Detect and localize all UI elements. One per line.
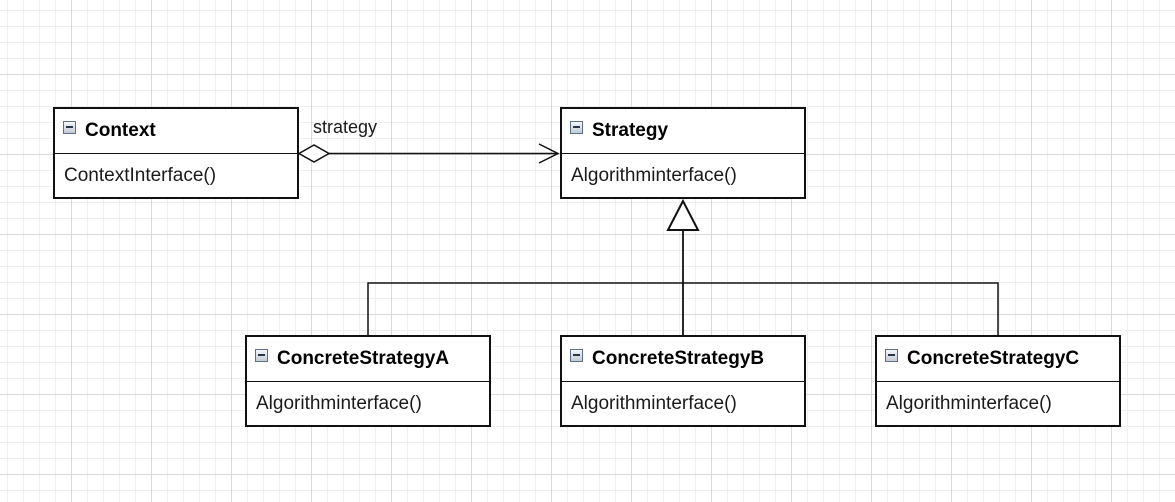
collapse-icon[interactable] [570, 348, 583, 362]
aggregation-diamond [297, 144, 331, 163]
generalization-branch [367, 282, 999, 335]
method-label: Algorithminterface() [256, 392, 422, 414]
method-label: Algorithminterface() [886, 392, 1052, 414]
class-operations: Algorithminterface() [877, 382, 1119, 425]
class-operations: Algorithminterface() [562, 154, 804, 197]
class-header: Context [55, 109, 297, 154]
method-label: ContextInterface() [64, 164, 217, 186]
collapse-icon[interactable] [255, 348, 268, 362]
class-name: Context [85, 120, 156, 141]
method-label: Algorithminterface() [571, 164, 737, 186]
class-header: ConcreteStrategyC [877, 337, 1119, 382]
class-concrete-strategy-c[interactable]: ConcreteStrategyC Algorithminterface() [875, 335, 1121, 427]
class-name: ConcreteStrategyA [277, 348, 450, 369]
generalization-connector[interactable] [367, 198, 999, 335]
aggregation-label: strategy [313, 117, 377, 137]
class-context[interactable]: Context ContextInterface() [53, 107, 299, 199]
class-header: Strategy [562, 109, 804, 154]
method-label: Algorithminterface() [571, 392, 737, 414]
class-header: ConcreteStrategyB [562, 337, 804, 382]
class-concrete-strategy-a[interactable]: ConcreteStrategyA Algorithminterface() [245, 335, 491, 427]
collapse-icon[interactable] [570, 120, 583, 134]
class-strategy[interactable]: Strategy Algorithminterface() [560, 107, 806, 199]
navigability-arrowhead [538, 143, 560, 164]
class-name: ConcreteStrategyC [907, 348, 1080, 369]
inheritance-triangle [666, 198, 700, 231]
class-operations: ContextInterface() [55, 154, 297, 197]
class-operations: Algorithminterface() [562, 382, 804, 425]
class-operations: Algorithminterface() [247, 382, 489, 425]
class-name: ConcreteStrategyB [592, 348, 765, 369]
class-name: Strategy [592, 120, 669, 141]
class-concrete-strategy-b[interactable]: ConcreteStrategyB Algorithminterface() [560, 335, 806, 427]
collapse-icon[interactable] [63, 120, 76, 134]
aggregation-connector[interactable]: strategy [297, 117, 560, 164]
collapse-icon[interactable] [885, 348, 898, 362]
class-header: ConcreteStrategyA [247, 337, 489, 382]
